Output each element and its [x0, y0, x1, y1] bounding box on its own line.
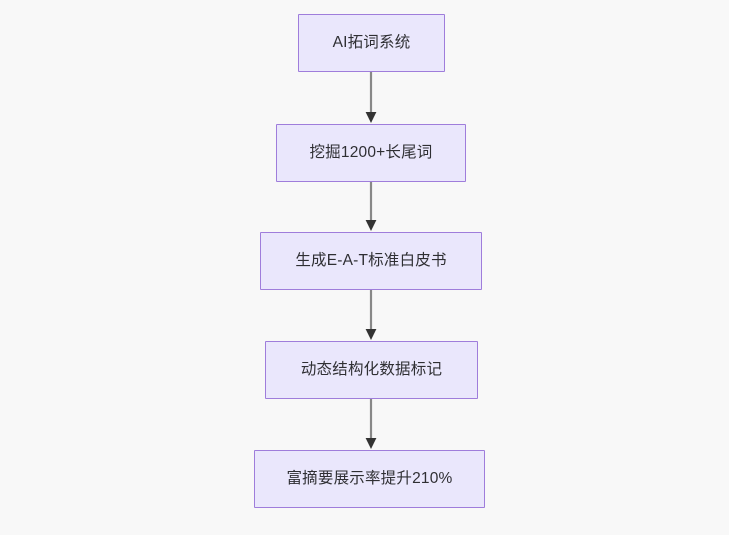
connector-arrow-icon: [365, 290, 377, 340]
flow-node-mine-longtail-keywords[interactable]: 挖掘1200+长尾词: [276, 124, 466, 182]
connector-arrow-icon: [365, 182, 377, 231]
flow-node-label: 生成E-A-T标准白皮书: [295, 252, 447, 270]
connector-arrow-icon: [365, 399, 377, 449]
connector-arrow-icon: [365, 72, 377, 123]
connector-mining-to-whitepaper: [361, 182, 381, 232]
flow-node-generate-eat-whitepaper[interactable]: 生成E-A-T标准白皮书: [260, 232, 482, 290]
flow-node-rich-snippet-rate-increase[interactable]: 富摘要展示率提升210%: [254, 450, 485, 508]
connector-markup-to-result: [361, 399, 381, 450]
flow-node-label: 富摘要展示率提升210%: [286, 470, 453, 488]
connector-ai-to-mining: [361, 72, 381, 124]
flow-node-dynamic-structured-data-markup[interactable]: 动态结构化数据标记: [265, 341, 478, 399]
connector-whitepaper-to-markup: [361, 290, 381, 341]
flow-node-label: AI拓词系统: [332, 34, 411, 52]
flow-node-label: 挖掘1200+长尾词: [309, 144, 433, 162]
flow-node-label: 动态结构化数据标记: [300, 361, 443, 379]
flow-node-ai-keyword-system[interactable]: AI拓词系统: [298, 14, 445, 72]
